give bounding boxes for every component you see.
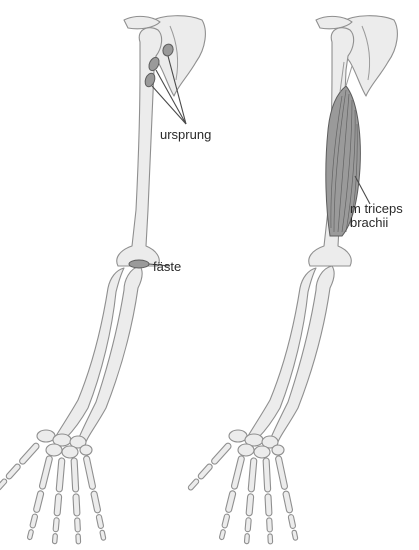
right-arm-skeleton	[187, 16, 397, 544]
insertion-label: fäste	[153, 260, 181, 274]
triceps-label: m triceps brachii	[350, 202, 415, 230]
origin-label: ursprung	[160, 128, 211, 142]
insertion-point	[129, 260, 149, 268]
triceps-label-line1: m triceps	[350, 202, 415, 216]
left-arm-skeleton	[0, 16, 205, 544]
triceps-label-line2: brachii	[350, 216, 415, 230]
